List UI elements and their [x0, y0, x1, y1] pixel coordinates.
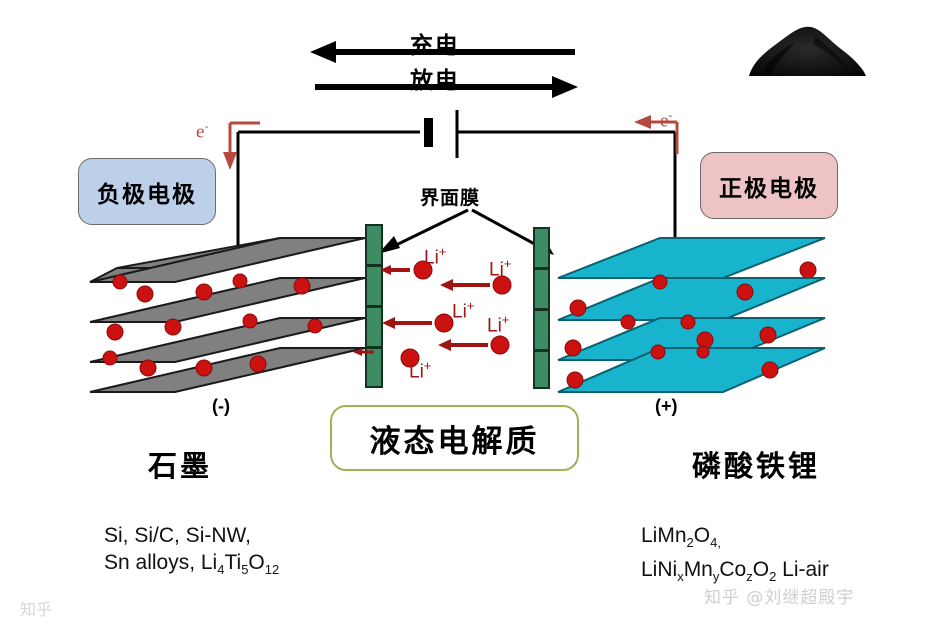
- charge-arrow: [310, 41, 575, 63]
- charge-discharge-arrows: [310, 41, 578, 98]
- li-ion-label: Li+: [452, 298, 475, 323]
- anode-electron-label: e-: [196, 119, 209, 143]
- li-ion-dot: [380, 260, 433, 280]
- anode-polarity: (-): [212, 396, 230, 416]
- anode-formula-line-1: Si, Si/C, Si-NW,: [104, 524, 252, 547]
- cathode-separator-bars: [533, 227, 550, 389]
- anode-layer: [89, 237, 366, 283]
- cathode-formula-line-1: LiMn2O4,: [641, 524, 721, 551]
- cathode-material-name: 磷酸铁锂: [692, 449, 821, 483]
- cathode-polarity: (+): [655, 396, 678, 416]
- external-circuit: [236, 110, 677, 256]
- discharge-label: 放电: [410, 67, 460, 94]
- li-ion-dot: [382, 313, 454, 333]
- li-ion-dot: [438, 335, 510, 355]
- watermark-left: 知乎: [20, 602, 53, 619]
- anode-separator-bars: [365, 224, 383, 388]
- cathode-layer: [557, 237, 826, 279]
- anode-material-name: 石墨: [148, 449, 213, 483]
- interface-membrane-label: 界面膜: [420, 187, 481, 209]
- anode-layer-stack: [89, 237, 366, 393]
- interface-arrow-left: [378, 208, 469, 254]
- cathode-formula-list: LiMn2O4, LiNixMnyCozO2 Li-air: [641, 522, 829, 590]
- anode-layer: [89, 273, 366, 323]
- cathode-electron-label: e-: [660, 108, 673, 132]
- li-ion-dot: [353, 348, 420, 368]
- electrolyte-box[interactable]: 液态电解质: [330, 405, 579, 471]
- li-ion-label: Li+: [409, 358, 432, 383]
- separator-segment: [533, 350, 550, 389]
- cathode-layer: [557, 344, 826, 393]
- separator-segment: [365, 347, 383, 388]
- ion-migration-arrows: [353, 260, 512, 368]
- li-ion-label: Li+: [489, 256, 512, 281]
- li-ion-label: Li+: [487, 312, 510, 337]
- cathode-formula-line-2: LiNixMnyCozO2 Li-air: [641, 558, 829, 585]
- cathode-electrode-pill[interactable]: 正极电极: [700, 152, 838, 219]
- anode-electron-arrow: [223, 121, 260, 170]
- cathode-layer: [557, 274, 826, 321]
- cathode-layer: [557, 314, 826, 361]
- graphite-powder-image: [749, 26, 866, 76]
- discharge-arrow: [315, 76, 578, 98]
- watermark: 知乎 @刘继超殿宇: [704, 588, 855, 608]
- cathode-layer-stack: [557, 237, 826, 393]
- li-ion-label: Li+: [424, 244, 447, 269]
- anode-formula-list: Si, Si/C, Si-NW, Sn alloys, Li4Ti5O12: [104, 522, 279, 583]
- charge-label: 充电: [410, 32, 460, 59]
- anode-formula-line-2: Sn alloys, Li4Ti5O12: [104, 551, 280, 578]
- cathode-electron-arrow: [634, 115, 679, 154]
- battery-short-plate: [424, 118, 433, 147]
- li-ion-dot: [440, 275, 512, 295]
- anode-electrode-pill[interactable]: 负极电极: [78, 158, 216, 225]
